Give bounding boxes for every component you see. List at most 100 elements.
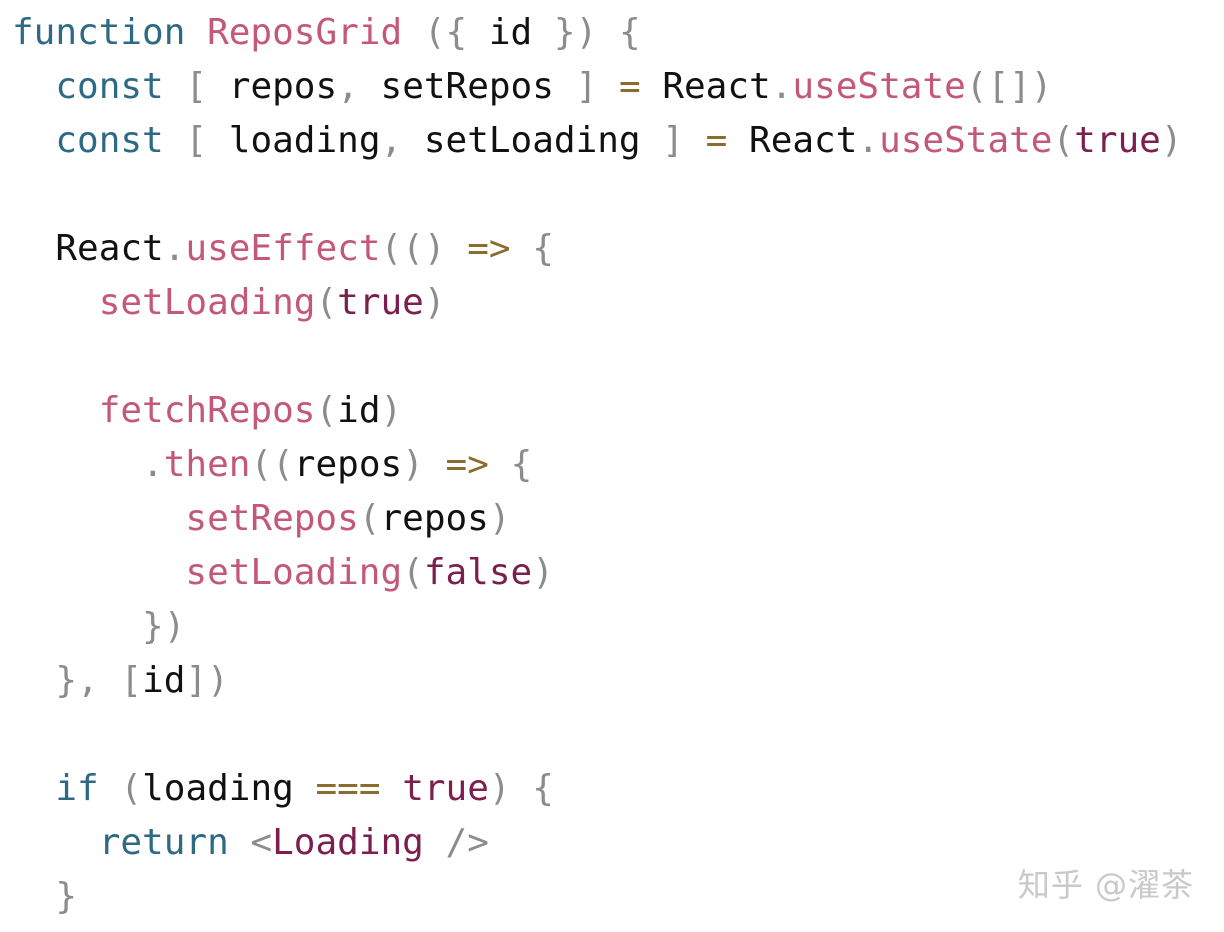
punctuation-token: ( (315, 282, 338, 323)
punctuation-token: ) (423, 282, 446, 323)
punctuation-token: { (532, 768, 554, 809)
function-token: setRepos (185, 498, 359, 539)
function-token: fetchRepos (98, 390, 316, 431)
punctuation-token: ) (402, 444, 424, 485)
punctuation-token: ( (1052, 120, 1075, 161)
code-line: setRepos(repos) (12, 492, 1183, 546)
punctuation-token: ) (488, 768, 511, 809)
function-token: useState (879, 120, 1053, 161)
keyword-token: if (55, 768, 99, 809)
code-line: const [ loading, setLoading ] = React.us… (12, 114, 1183, 168)
punctuation-token: (( (250, 444, 294, 485)
punctuation-token: } (55, 876, 78, 917)
identifier-token (12, 444, 142, 485)
punctuation-token: }, (55, 660, 99, 701)
identifier-token (684, 120, 706, 161)
punctuation-token: ) (488, 498, 511, 539)
identifier-token (402, 12, 424, 53)
punctuation-token: }) (553, 12, 598, 53)
punctuation-token: ) (380, 390, 403, 431)
code-line: fetchRepos(id) (12, 384, 1183, 438)
identifier-token (511, 768, 533, 809)
code-line: setLoading(false) (12, 546, 1183, 600)
punctuation-token: }) (142, 606, 186, 647)
punctuation-token: { (618, 12, 641, 53)
identifier-token: id (467, 12, 554, 53)
identifier-token (489, 444, 511, 485)
punctuation-token: , (337, 66, 359, 107)
identifier-token (12, 552, 185, 593)
boolean-token: true (1074, 120, 1161, 161)
identifier-token (12, 606, 142, 647)
code-block: function ReposGrid ({ id }) { const [ re… (12, 6, 1183, 924)
function-token: then (163, 444, 251, 485)
identifier-token (12, 282, 99, 323)
identifier-token: repos (380, 498, 489, 539)
identifier-token (12, 120, 55, 161)
identifier-token (12, 768, 55, 809)
identifier-token: repos (293, 444, 403, 485)
identifier-token (511, 228, 533, 269)
code-line: }, [id]) (12, 654, 1183, 708)
watermark: 知乎 @濯茶 (1017, 866, 1194, 904)
identifier-token (164, 66, 186, 107)
identifier-token (597, 66, 619, 107)
identifier-token (12, 660, 55, 701)
code-line: React.useEffect(() => { (12, 222, 1183, 276)
keyword-token: return (98, 822, 229, 863)
function-token: setLoading (185, 552, 403, 593)
punctuation-token: [ (185, 66, 208, 107)
identifier-token: React (640, 66, 771, 107)
identifier-token (446, 228, 468, 269)
identifier-token: loading (142, 768, 316, 809)
code-line (12, 168, 1183, 222)
operator-token: = (618, 66, 641, 107)
identifier-token (12, 498, 185, 539)
punctuation-token: ] (575, 66, 598, 107)
boolean-token: true (337, 282, 424, 323)
punctuation-token: . (142, 444, 164, 485)
punctuation-token: < (250, 822, 273, 863)
identifier-token: React (12, 228, 164, 269)
identifier-token (597, 12, 619, 53)
identifier-token: setLoading (402, 120, 663, 161)
identifier-token: loading (207, 120, 381, 161)
identifier-token (12, 876, 55, 917)
identifier-token (12, 822, 99, 863)
punctuation-token: . (163, 228, 186, 269)
code-line: .then((repos) => { (12, 438, 1183, 492)
identifier-token (185, 12, 207, 53)
keyword-token: function (12, 12, 186, 53)
function-token: useState (792, 66, 966, 107)
function-token: ReposGrid (207, 12, 403, 53)
punctuation-token: (() (380, 228, 446, 269)
punctuation-token: ) (1160, 120, 1183, 161)
boolean-token: true (402, 768, 489, 809)
punctuation-token: ([]) (965, 66, 1053, 107)
punctuation-token: ]) (185, 660, 229, 701)
identifier-token (229, 822, 251, 863)
identifier-token (12, 390, 99, 431)
punctuation-token: , (380, 120, 403, 161)
identifier-token (99, 768, 121, 809)
punctuation-token: [ (185, 120, 208, 161)
punctuation-token: . (770, 66, 793, 107)
keyword-token: const (55, 66, 164, 107)
punctuation-token: ) (532, 552, 554, 593)
punctuation-token: { (510, 444, 533, 485)
identifier-token: React (727, 120, 858, 161)
code-line: function ReposGrid ({ id }) { (12, 6, 1183, 60)
identifier-token (424, 444, 446, 485)
operator-token: === (315, 768, 381, 809)
identifier-token: setRepos (358, 66, 576, 107)
boolean-token: false (423, 552, 533, 593)
code-line: const [ repos, setRepos ] = React.useSta… (12, 60, 1183, 114)
identifier-token (12, 66, 55, 107)
code-line (12, 330, 1183, 384)
identifier-token: repos (207, 66, 338, 107)
code-line: return <Loading /> (12, 816, 1183, 870)
identifier-token (164, 120, 186, 161)
function-token: useEffect (185, 228, 381, 269)
identifier-token: id (337, 390, 381, 431)
punctuation-token: ( (358, 498, 381, 539)
